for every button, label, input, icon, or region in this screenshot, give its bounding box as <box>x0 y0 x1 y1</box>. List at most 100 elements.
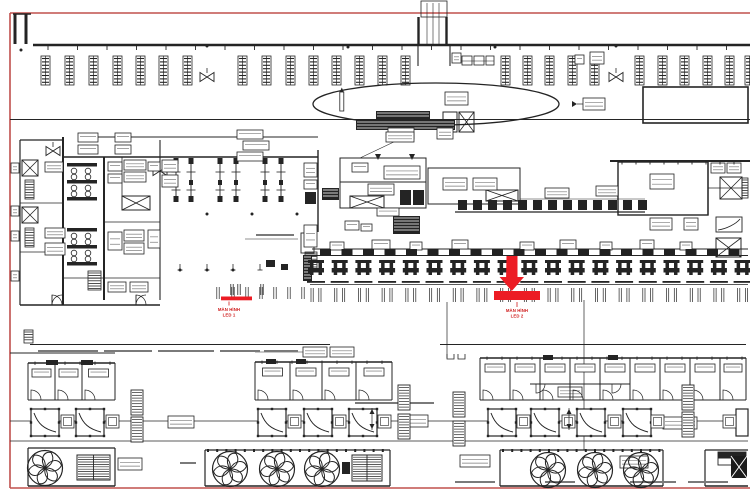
fan-hub <box>546 468 550 472</box>
label-box <box>710 162 726 174</box>
fan-blade <box>44 460 63 472</box>
exhaust-fan <box>303 450 341 488</box>
door-arc <box>602 389 614 401</box>
label-box <box>574 363 596 373</box>
ellipse-zone <box>303 82 560 281</box>
cell-tick <box>603 407 607 411</box>
label-box <box>679 241 693 251</box>
label-box <box>444 91 469 106</box>
connector-box <box>516 414 531 429</box>
x-box <box>349 195 385 209</box>
u-mark <box>446 354 455 360</box>
hanger-block <box>263 180 267 185</box>
ramp-curve <box>717 218 741 231</box>
label-box <box>236 129 264 140</box>
machine-body <box>426 268 443 273</box>
machine-base <box>449 281 468 283</box>
cell-tick <box>603 421 607 424</box>
door-arc <box>51 294 63 306</box>
machine-body <box>687 268 704 273</box>
label-box <box>10 205 20 217</box>
cell-tick <box>330 407 334 411</box>
micro-text-row <box>264 350 298 352</box>
sheet-border <box>9 12 750 489</box>
machine-base <box>520 281 539 283</box>
equipment-dark <box>413 190 424 205</box>
door-arc <box>662 389 674 401</box>
label-box <box>77 144 99 155</box>
hatched-block <box>24 179 35 200</box>
room-outline <box>485 55 495 66</box>
machine-top <box>497 260 514 263</box>
room-outline <box>715 216 743 233</box>
stair-ladder <box>130 389 144 416</box>
door-arc <box>535 383 546 394</box>
x-diag <box>458 111 475 133</box>
x-box <box>715 237 742 258</box>
cell-tick <box>102 434 106 438</box>
conveyor-segment <box>599 249 611 255</box>
bottom-rooms <box>27 294 749 479</box>
machine-base <box>686 281 705 283</box>
machine-body <box>592 268 609 273</box>
cell-tick <box>347 434 351 438</box>
fan-blade <box>545 453 557 471</box>
machine-base <box>472 281 491 283</box>
fan-hub <box>275 467 279 471</box>
fan-blade <box>304 465 323 477</box>
machine-body <box>639 268 656 273</box>
machine-top <box>687 260 704 263</box>
coil-ring <box>84 255 92 263</box>
label-box <box>302 346 328 358</box>
fan-blade <box>530 466 549 478</box>
x-box <box>458 111 475 133</box>
cell-tick <box>270 434 274 438</box>
x-diag <box>121 195 151 211</box>
mini-line-module <box>578 200 587 210</box>
cell-tick <box>589 434 593 438</box>
cell-tick <box>649 407 653 411</box>
column-tick <box>234 449 237 452</box>
conveyor-segment <box>685 249 697 255</box>
coil-cap <box>67 228 97 232</box>
x-box <box>21 206 39 224</box>
cell-tick <box>621 421 625 424</box>
coil-cap <box>67 163 97 167</box>
fan-blade <box>309 455 323 470</box>
label-box <box>123 159 147 171</box>
cell-tick <box>500 407 504 411</box>
label-box <box>328 367 350 377</box>
label-box <box>383 165 421 180</box>
cell-tick <box>74 434 78 438</box>
cell-tick <box>330 421 334 424</box>
room-outline <box>642 86 749 124</box>
label-box <box>574 54 585 65</box>
column-tick <box>511 449 514 452</box>
cell-tick <box>74 407 78 411</box>
cell-tick <box>514 434 518 438</box>
fan-blade <box>274 452 286 470</box>
hatched-block <box>87 270 102 291</box>
machine-top <box>710 260 727 263</box>
machine-top <box>331 260 348 263</box>
hanger-block <box>189 180 193 185</box>
coil-ring <box>84 238 92 246</box>
fan-blade <box>229 468 243 483</box>
fan-rim <box>576 451 614 489</box>
cell-tick <box>74 421 78 424</box>
machine-top <box>379 260 396 263</box>
label-box <box>451 52 462 64</box>
conveyor-segment <box>513 249 525 255</box>
hanger-foot <box>217 196 223 202</box>
machine-top <box>402 260 419 263</box>
hanger-block <box>234 180 238 185</box>
machine-body <box>521 268 538 273</box>
cell-tick <box>375 434 379 438</box>
coil-cap <box>67 180 97 184</box>
decay-curve <box>78 412 102 433</box>
label-box <box>559 239 577 250</box>
machine-body <box>663 268 680 273</box>
column-tick <box>584 449 587 452</box>
cell-tick <box>635 407 639 411</box>
hatched-block <box>741 177 749 199</box>
